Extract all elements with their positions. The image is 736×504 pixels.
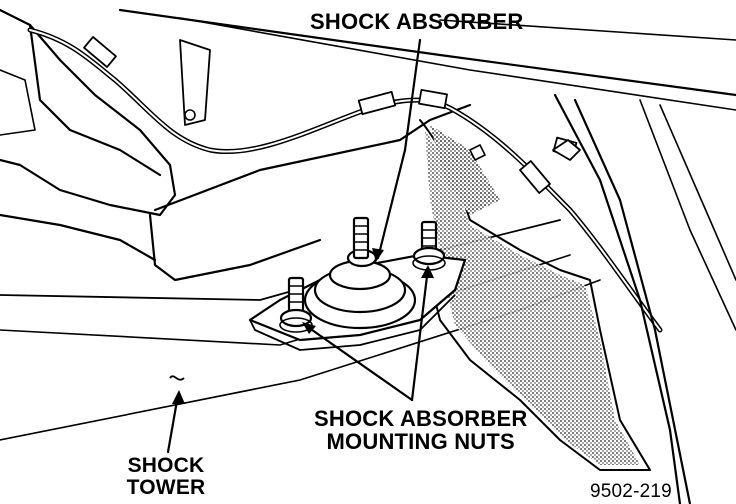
figure-id: 9502-219 [590, 481, 672, 502]
label-shock-absorber: SHOCK ABSORBER [310, 9, 524, 34]
label-shock-tower-line1: SHOCK [127, 454, 205, 477]
leader-nut-left [303, 323, 414, 402]
apron-ledge [148, 213, 322, 282]
upper-body-edge [118, 8, 736, 97]
bracket-hook [469, 144, 486, 161]
fender-hole [184, 109, 196, 121]
leader-nut-right [410, 266, 430, 402]
wire-clip-1 [83, 36, 117, 68]
leader-tower [166, 393, 180, 454]
pillar-outer [553, 93, 682, 504]
pillar-edge-2 [659, 104, 736, 281]
fender-inner [28, 23, 162, 177]
apron-upper [153, 103, 472, 212]
tilde-mark [169, 375, 185, 381]
label-mounting-nuts: SHOCK ABSORBER MOUNTING NUTS [314, 407, 527, 453]
tower-shadow [425, 130, 640, 465]
fender-slot [179, 39, 211, 126]
shock-absorber-stud [352, 216, 370, 260]
wire-clip-2 [357, 90, 397, 116]
label-mounting-nuts-line1: SHOCK ABSORBER [314, 406, 528, 431]
fender-rib [0, 69, 36, 136]
wire-clip-3 [418, 88, 448, 110]
label-mounting-nuts-line2: MOUNTING NUTS [326, 429, 515, 455]
label-shock-tower-line2: TOWER [126, 476, 206, 500]
pillar-edge [639, 99, 736, 331]
arrow-tower [172, 390, 185, 404]
upper-body-edge-2 [179, 17, 736, 111]
arrow-nut-left [302, 322, 316, 334]
arrow-absorber [372, 248, 384, 262]
upper-shadow [430, 125, 500, 215]
mounting-stud-left [287, 276, 305, 314]
leader-absorber [376, 38, 422, 260]
upper-body-top [439, 19, 736, 41]
mounting-plate-lip [249, 294, 456, 351]
bracket-small [552, 139, 581, 161]
pillar-inner [573, 98, 692, 504]
fender-outline [0, 8, 177, 217]
label-shock-tower: SHOCK TOWER [118, 454, 214, 500]
wire-clip-4 [519, 160, 551, 194]
arrow-nut-right [421, 265, 434, 278]
apron-edge-front [0, 213, 157, 262]
